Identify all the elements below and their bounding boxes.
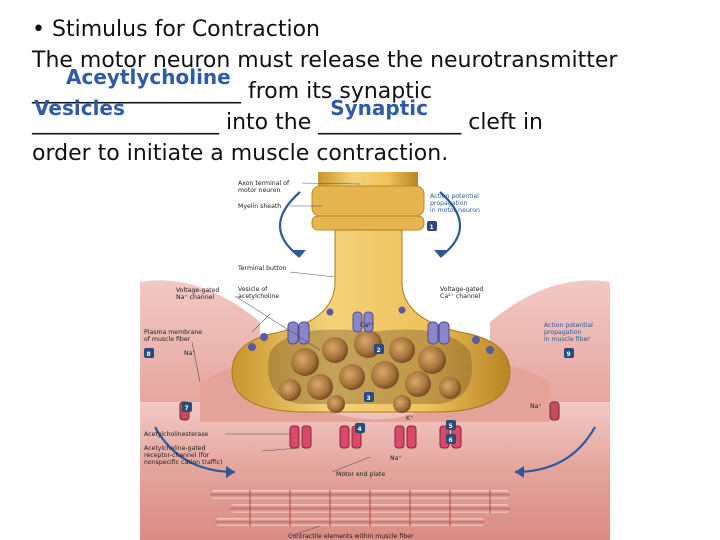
diagram-labels: Axon terminal of motor neuron Myelin she… — [144, 180, 593, 540]
blank-3-underscores: _____________ — [318, 110, 462, 135]
slide-heading: Stimulus for Contraction — [51, 17, 320, 42]
svg-text:Contractile elements within mu: Contractile elements within muscle fiber — [288, 533, 414, 540]
sentence-line-2: ___________________ Aceytlycholine from … — [32, 65, 712, 107]
answer-vesicles: Vesicles — [34, 96, 125, 120]
svg-text:8: 8 — [147, 351, 151, 358]
sentence-text-4: cleft in — [461, 110, 544, 135]
bullet: • — [32, 17, 45, 42]
svg-text:Acetylcholine-gated: Acetylcholine-gated — [144, 445, 206, 452]
svg-text:Action potential: Action potential — [430, 193, 479, 200]
acetylcholine-receptors — [179, 401, 560, 449]
svg-text:3: 3 — [367, 395, 371, 402]
answer-acetylcholine: Aceytlycholine — [66, 65, 231, 89]
svg-text:propagation: propagation — [544, 329, 581, 336]
svg-text:Plasma membrane: Plasma membrane — [144, 329, 202, 336]
svg-text:Na⁺: Na⁺ — [530, 403, 542, 410]
answer-synaptic: Synaptic — [330, 96, 428, 120]
sentence-line-3: _________________ Vesicles into the ____… — [32, 96, 712, 138]
slide-text-block: • Stimulus for Contraction The motor neu… — [32, 14, 712, 169]
svg-text:Motor end plate: Motor end plate — [336, 471, 385, 478]
blank-1-underscores: ___________________ — [32, 79, 241, 104]
svg-text:Myelin sheath: Myelin sheath — [238, 203, 281, 210]
svg-text:6: 6 — [449, 437, 453, 444]
step-badges: 1 2 3 4 5 6 7 8 9 — [144, 221, 574, 444]
svg-text:5: 5 — [449, 423, 453, 430]
svg-text:Acetylcholinesterase: Acetylcholinesterase — [144, 431, 208, 438]
svg-text:9: 9 — [567, 351, 571, 358]
svg-text:Axon terminal of: Axon terminal of — [238, 180, 290, 187]
sentence-line-4: order to initiate a muscle contraction. — [32, 138, 712, 169]
svg-text:acetylcholine: acetylcholine — [238, 293, 279, 300]
svg-text:K⁺: K⁺ — [406, 415, 413, 422]
svg-text:of muscle fiber: of muscle fiber — [144, 336, 191, 343]
sentence-line-1: The motor neuron must release the neurot… — [32, 45, 712, 76]
svg-text:receptor-channel (for: receptor-channel (for — [144, 452, 210, 459]
svg-text:Na⁺: Na⁺ — [184, 350, 196, 357]
blank-3: _____________ Synaptic — [318, 96, 462, 138]
svg-text:Na⁺ channel: Na⁺ channel — [176, 294, 214, 301]
svg-text:Terminal button: Terminal button — [237, 265, 287, 272]
blank-2-underscores: _________________ — [32, 110, 219, 135]
svg-text:in motor neuron: in motor neuron — [430, 207, 480, 214]
svg-text:Voltage-gated: Voltage-gated — [440, 286, 483, 293]
svg-text:Action potential: Action potential — [544, 322, 593, 329]
sentence-text-2: from its synaptic — [241, 79, 433, 104]
svg-text:Ca²⁺: Ca²⁺ — [360, 322, 374, 329]
svg-text:Voltage-gated: Voltage-gated — [176, 287, 219, 294]
propagation-arrows — [154, 191, 596, 474]
blank-1: ___________________ Aceytlycholine — [32, 65, 241, 107]
svg-text:Na⁺: Na⁺ — [390, 455, 402, 462]
heading-line: • Stimulus for Contraction — [32, 14, 712, 45]
svg-text:2: 2 — [377, 347, 381, 354]
svg-text:1: 1 — [430, 224, 434, 231]
svg-text:7: 7 — [185, 405, 189, 412]
svg-text:motor neuron: motor neuron — [238, 187, 280, 194]
sentence-text-1: The motor neuron must release the neurot… — [32, 48, 618, 73]
svg-text:Ca²⁺ channel: Ca²⁺ channel — [440, 293, 481, 300]
contractile-elements — [210, 490, 510, 526]
svg-text:4: 4 — [358, 426, 362, 433]
svg-text:propagation: propagation — [430, 200, 467, 207]
sentence-text-5: order to initiate a muscle contraction. — [32, 141, 449, 166]
neuromuscular-junction-diagram: 1 2 3 4 5 6 7 8 9 Axon terminal of motor… — [140, 172, 610, 540]
blank-2: _________________ Vesicles — [32, 96, 219, 138]
svg-text:in muscle fiber: in muscle fiber — [544, 336, 590, 343]
sentence-text-3: into the — [219, 110, 319, 135]
svg-text:nonspecific cation traffic): nonspecific cation traffic) — [144, 459, 223, 466]
svg-text:Vesicle of: Vesicle of — [238, 286, 268, 293]
acetylcholine-vesicles — [279, 330, 461, 413]
